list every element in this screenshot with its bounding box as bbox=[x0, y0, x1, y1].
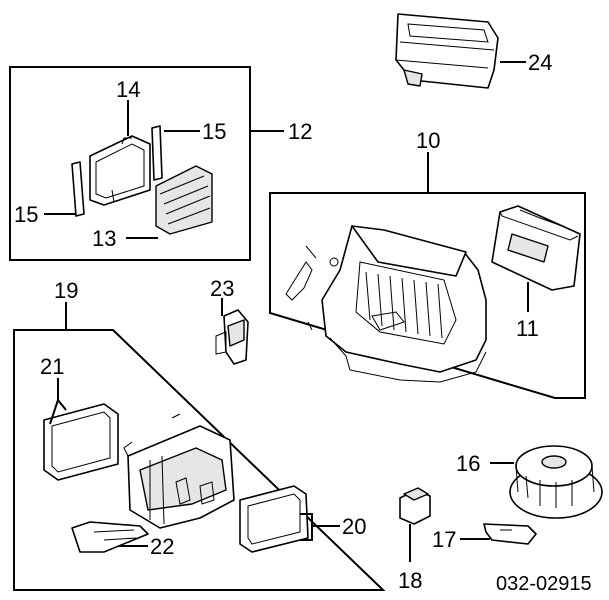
filter-strip-part-15-right bbox=[151, 125, 163, 181]
callout-18: 18 bbox=[398, 568, 422, 593]
callout-15-right: 15 bbox=[202, 119, 226, 144]
leader-20 bbox=[300, 513, 340, 541]
callout-13: 13 bbox=[92, 226, 116, 251]
callout-24: 24 bbox=[528, 50, 552, 75]
blower-housing-box bbox=[269, 192, 586, 399]
callout-22: 22 bbox=[150, 534, 174, 559]
callout-16: 16 bbox=[456, 451, 480, 476]
callout-10: 10 bbox=[416, 128, 440, 153]
clip-part-23 bbox=[215, 309, 249, 365]
callout-15-left: 15 bbox=[14, 202, 38, 227]
filter-element-part-13 bbox=[155, 165, 213, 235]
callout-21: 21 bbox=[40, 354, 64, 379]
diagram-part-number: 032-02915 bbox=[496, 573, 592, 595]
blower-motor-part-16 bbox=[509, 445, 603, 519]
filter-strip-part-15-left bbox=[71, 161, 85, 217]
seal-part-20 bbox=[239, 485, 309, 553]
evaporator-housing-box bbox=[13, 329, 386, 591]
callout-19: 19 bbox=[54, 278, 78, 303]
duct-part-24 bbox=[395, 13, 499, 89]
blower-housing-part-10 bbox=[285, 225, 487, 383]
filter-group-box bbox=[9, 66, 251, 261]
evaporator-housing bbox=[123, 413, 235, 529]
filter-frame-part-14 bbox=[89, 135, 151, 206]
callout-17: 17 bbox=[432, 527, 456, 552]
connector-part-17 bbox=[483, 523, 537, 545]
leader-21 bbox=[49, 378, 67, 425]
callout-14: 14 bbox=[116, 77, 140, 102]
bracket-part-22 bbox=[71, 521, 149, 553]
callout-11: 11 bbox=[516, 316, 539, 341]
seal-part-21 bbox=[43, 403, 119, 481]
callout-20: 20 bbox=[342, 514, 366, 539]
resistor-part-18 bbox=[399, 487, 431, 525]
callout-12: 12 bbox=[288, 119, 312, 144]
cover-part-11 bbox=[491, 205, 581, 291]
callout-23: 23 bbox=[210, 276, 234, 301]
